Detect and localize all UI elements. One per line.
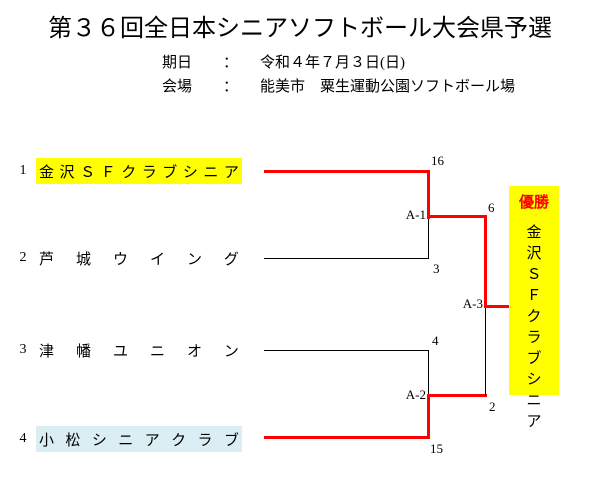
name-char: 城	[75, 251, 91, 268]
team-name-komatsu-senior-club: 小松シニアクラブ	[36, 426, 242, 452]
name-char: ン	[223, 343, 239, 360]
venue-colon: ：	[223, 79, 239, 95]
team-name-tsubata-union: 津幡ユニオン	[36, 337, 242, 363]
bracket-line-final-vertical-winner	[484, 215, 487, 308]
name-char: 金	[526, 225, 542, 241]
score-a2-team3: 4	[432, 333, 439, 348]
name-char: ン	[186, 251, 202, 268]
name-char: ブ	[223, 432, 239, 449]
score-final-komatsu: 2	[489, 399, 496, 414]
champion-label: 優勝	[518, 195, 549, 211]
name-char: Ｓ	[80, 164, 96, 181]
name-char: ニ	[526, 393, 542, 409]
name-char: ラ	[526, 330, 542, 346]
venue-row: 会場 ： 能美市 粟生運動公園ソフトボール場	[162, 75, 515, 96]
name-char: 沢	[526, 246, 542, 262]
match-label-a1: A-1	[405, 207, 426, 222]
name-char: ラ	[197, 432, 213, 449]
bracket-line-final-vertical-loser	[485, 308, 486, 396]
name-char: イ	[149, 251, 165, 268]
name-char: ク	[526, 309, 542, 325]
match-label-a3: A-3	[462, 296, 483, 311]
bracket-line-champion	[484, 305, 509, 308]
name-char: ア	[144, 432, 160, 449]
bracket-line-a1-vertical-winner	[427, 170, 430, 219]
seed-number-1: 1	[19, 163, 27, 178]
venue-label: 会場	[162, 79, 193, 95]
score-a2-team4: 15	[430, 441, 443, 456]
name-char: グ	[223, 251, 239, 268]
date-colon: ：	[223, 55, 239, 71]
bracket-line-team4-winner	[264, 436, 430, 439]
name-char: ニ	[118, 432, 134, 449]
bracket-line-team3	[264, 350, 429, 351]
name-char: ブ	[526, 351, 542, 367]
name-char: 芦	[39, 251, 55, 268]
name-char: 幡	[75, 343, 91, 360]
name-char: 小	[39, 432, 55, 449]
name-char: Ｆ	[526, 288, 542, 304]
bracket-line-a1-advance	[427, 215, 487, 218]
score-a1-team1: 16	[431, 153, 444, 168]
match-label-a2: A-2	[405, 387, 426, 402]
name-char: 沢	[59, 164, 75, 181]
name-char: シ	[526, 372, 542, 388]
team-name-rojo-wing: 芦城ウイング	[36, 245, 242, 271]
name-char: ア	[526, 414, 542, 430]
name-char: ア	[223, 164, 239, 181]
name-char: ク	[121, 164, 137, 181]
date-label: 期日	[162, 55, 193, 71]
score-final-kanazawa: 6	[488, 200, 495, 215]
bracket-line-a1-vertical-loser	[428, 219, 429, 258]
name-char: 津	[39, 343, 55, 360]
name-char: 金	[39, 164, 55, 181]
name-char: 松	[65, 432, 81, 449]
score-a1-team2: 3	[433, 261, 440, 276]
bracket-line-a2-vertical-winner	[427, 394, 430, 439]
seed-number-2: 2	[19, 250, 27, 265]
name-char: Ｓ	[526, 267, 542, 283]
date-row: 期日 ： 令和４年７月３日(日)	[162, 51, 405, 72]
name-char: ウ	[112, 251, 128, 268]
bracket-line-team1-winner	[264, 170, 430, 173]
venue-value: 能美市 粟生運動公園ソフトボール場	[260, 79, 516, 95]
name-char: ラ	[141, 164, 157, 181]
name-char: シ	[91, 432, 107, 449]
page-title: 第３６回全日本シニアソフトボール大会県予選	[48, 16, 552, 42]
name-char: ニ	[203, 164, 219, 181]
date-value: 令和４年７月３日(日)	[260, 55, 405, 71]
name-char: ユ	[112, 343, 128, 360]
seed-number-4: 4	[19, 431, 27, 446]
name-char: ブ	[162, 164, 178, 181]
bracket-line-team2	[264, 258, 429, 259]
seed-number-3: 3	[19, 342, 27, 357]
name-char: オ	[186, 343, 202, 360]
name-char: ク	[171, 432, 187, 449]
name-char: ニ	[149, 343, 165, 360]
bracket-line-a2-vertical-loser	[428, 350, 429, 394]
name-char: シ	[182, 164, 198, 181]
bracket-line-a2-advance	[427, 394, 487, 397]
name-char: Ｆ	[100, 164, 116, 181]
